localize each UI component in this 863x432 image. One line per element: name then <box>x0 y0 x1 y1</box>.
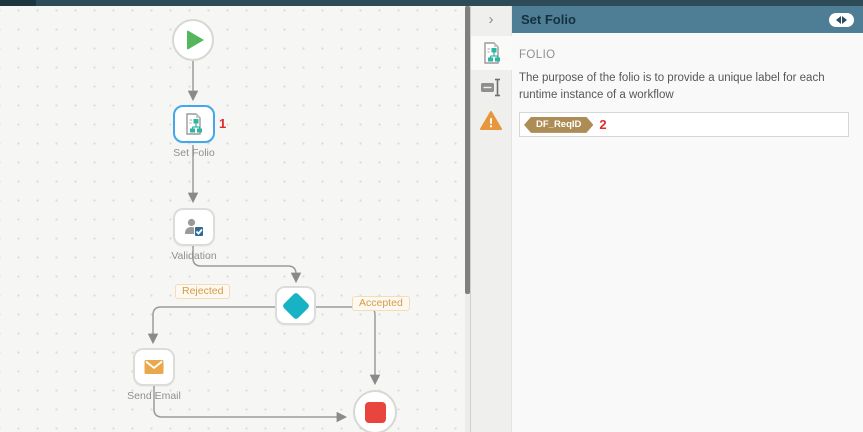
envelope-icon <box>144 360 164 374</box>
tab-warnings[interactable] <box>471 104 511 138</box>
expand-panel-button[interactable] <box>829 12 854 27</box>
play-icon <box>187 30 204 50</box>
folio-section-title: FOLIO <box>519 49 556 61</box>
workflow-canvas[interactable]: 1 Set Folio Validation Rejected Accepted <box>0 6 470 432</box>
send-email-node-label: Send Email <box>127 390 181 402</box>
validation-node-label: Validation <box>171 250 217 262</box>
panel-content: FOLIO The purpose of the folio is to pro… <box>512 33 863 432</box>
end-node[interactable] <box>353 390 397 432</box>
accepted-edge-label[interactable]: Accepted <box>352 296 410 311</box>
folio-description: The purpose of the folio is to provide a… <box>519 72 825 101</box>
folio-step-icon <box>186 113 202 135</box>
panel-header: Set Folio <box>512 6 863 33</box>
send-email-node[interactable] <box>133 348 175 386</box>
workflow-connectors <box>147 60 381 423</box>
edge-sendemail-to-end[interactable] <box>153 386 348 423</box>
annotation-1: 1 <box>219 116 227 131</box>
rejected-edge-label[interactable]: Rejected <box>175 284 231 299</box>
panel-title: Set Folio <box>521 12 576 27</box>
folio-token[interactable]: DF_ReqID <box>524 117 593 133</box>
edge-decision-rejected[interactable] <box>147 306 275 345</box>
set-folio-node[interactable] <box>173 105 215 143</box>
validation-node[interactable] <box>173 208 215 246</box>
top-bar-accent <box>0 0 36 6</box>
tab-rename[interactable] <box>471 70 511 104</box>
warning-triangle-icon <box>480 111 502 130</box>
tab-folio-properties[interactable] <box>471 36 513 70</box>
set-folio-node-label: Set Folio <box>173 147 215 159</box>
panel-icon-strip: › <box>470 6 513 432</box>
edge-validation-to-decision[interactable] <box>192 246 302 284</box>
canvas-scrollbar-thumb[interactable] <box>465 6 470 294</box>
end-square-icon <box>364 401 386 423</box>
decision-diamond-icon <box>281 291 310 320</box>
expand-left-arrow-icon <box>836 15 841 24</box>
expand-right-arrow-icon <box>842 15 847 24</box>
start-node[interactable] <box>172 19 214 61</box>
folio-input-field[interactable]: DF_ReqID 2 <box>519 112 849 138</box>
collapse-panel-button[interactable]: › <box>471 6 511 33</box>
rename-icon <box>481 78 500 97</box>
decision-node[interactable] <box>275 286 316 325</box>
folio-tab-icon <box>484 42 500 64</box>
user-task-icon <box>185 218 204 237</box>
collapse-chevron-icon: › <box>488 11 494 28</box>
edge-decision-accepted[interactable] <box>315 306 381 386</box>
annotation-2: 2 <box>599 117 607 133</box>
top-bar <box>0 0 863 6</box>
